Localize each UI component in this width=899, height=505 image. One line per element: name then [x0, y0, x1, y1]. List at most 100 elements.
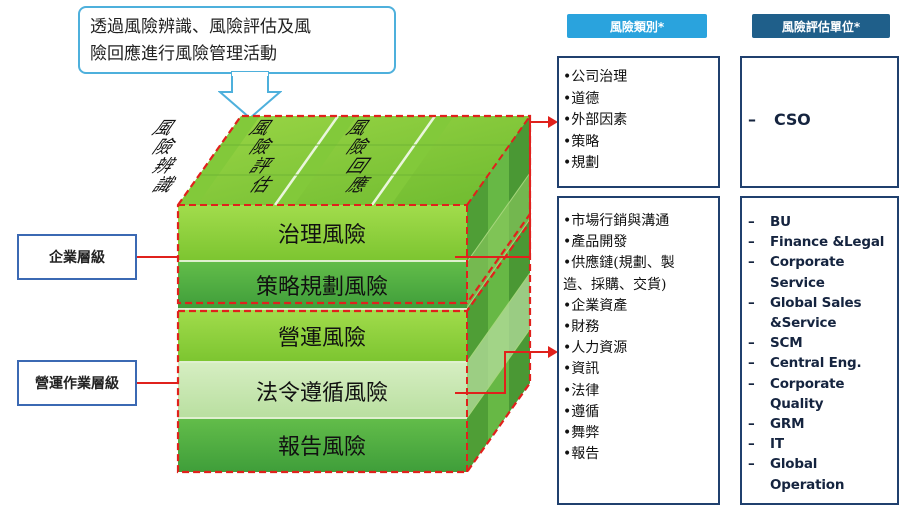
top-face-char: 險	[245, 136, 278, 157]
category-item: •產品開發	[563, 234, 628, 251]
unit-item: –Central Eng.	[742, 353, 897, 373]
top-face-char: 風	[342, 117, 375, 138]
unit-item: –GRM	[742, 414, 897, 434]
unit-dash: –	[748, 375, 755, 392]
risk-row-bg-reporting	[178, 418, 467, 472]
callout-line-1: 透過風險辨識、風險評估及風	[90, 17, 311, 37]
category-item: •道德	[563, 90, 600, 107]
unit-text: Finance &Legal	[770, 234, 885, 251]
unit-text: SCM	[770, 335, 803, 352]
unit-item: –Corporate	[742, 374, 897, 394]
category-item: •市場行銷與溝通	[563, 213, 670, 229]
top-face-char: 險	[342, 136, 375, 157]
cube-front-face	[178, 205, 467, 472]
unit-item: –Finance &Legal	[742, 232, 897, 252]
top-face-char: 識	[148, 174, 181, 195]
unit-item-cso: – CSO	[742, 110, 811, 129]
unit-item: –Global	[742, 454, 897, 474]
risk-row-bg-compliance	[178, 362, 467, 418]
risk-category-header: 風險類別*	[567, 14, 707, 38]
top-face-char: 風	[148, 117, 181, 138]
unit-dash	[742, 475, 770, 495]
unit-item: Quality	[742, 394, 897, 414]
category-item: •供應鏈(規劃、製	[563, 255, 675, 272]
unit-text: Corporate	[770, 375, 845, 392]
unit-text: Global	[770, 456, 818, 473]
unit-item: –Global Sales	[742, 293, 897, 313]
risk-row-bg-operation	[178, 309, 467, 362]
category-item: •策略	[563, 133, 600, 150]
unit-text: GRM	[770, 416, 805, 433]
unit-dash: –	[748, 335, 755, 352]
unit-dash	[742, 313, 770, 333]
category-item: •人力資源	[563, 340, 628, 357]
risk-row-bg-governance	[178, 205, 467, 261]
category-item: •報告	[563, 446, 600, 463]
unit-dash: –	[748, 110, 756, 129]
unit-dash: –	[748, 416, 755, 433]
risk-label-2: 營運風險	[278, 326, 366, 351]
unit-text: CSO	[774, 110, 811, 129]
unit-item: –IT	[742, 434, 897, 454]
category-item: •外部因素	[563, 112, 628, 128]
operation-category-list: •市場行銷與溝通•產品開發•供應鏈(規劃、製造、採購、交貨)•企業資產•財務•人…	[563, 211, 718, 465]
top-face-char: 估	[245, 174, 278, 195]
unit-item: –Corporate	[742, 252, 897, 272]
unit-dash: –	[748, 294, 755, 311]
top-face-char: 回	[342, 155, 375, 176]
operation-level-outline	[176, 218, 532, 474]
unit-text: Service	[770, 274, 825, 291]
unit-item: –SCM	[742, 333, 897, 353]
category-item: •規劃	[563, 155, 600, 171]
category-item: •遵循	[563, 403, 600, 420]
unit-dash	[742, 394, 770, 414]
risk-label-4: 報告風險	[278, 435, 366, 460]
unit-item: &Service	[742, 313, 897, 333]
top-face-char: 險	[148, 136, 181, 157]
enterprise-unit-box: – CSO	[740, 56, 899, 188]
category-item: •公司治理	[563, 69, 628, 85]
enterprise-category-list: •公司治理 •道德 •外部因素 •策略 •規劃	[563, 67, 718, 175]
category-item: •企業資產	[563, 297, 628, 314]
unit-item: –BU	[742, 212, 897, 232]
unit-text: &Service	[770, 315, 837, 332]
unit-text: Quality	[770, 395, 824, 412]
risk-label-0: 治理風險	[278, 223, 366, 248]
callout-box: 透過風險辨識、風險評估及風 險回應進行風險管理活動	[78, 6, 396, 74]
category-item: •法律	[563, 382, 600, 399]
operation-category-box: •市場行銷與溝通•產品開發•供應鏈(規劃、製造、採購、交貨)•企業資產•財務•人…	[557, 196, 720, 505]
callout-line-2: 險回應進行風險管理活動	[90, 44, 277, 64]
unit-dash	[742, 273, 770, 293]
unit-dash: –	[748, 214, 755, 230]
unit-dash: –	[748, 234, 755, 251]
unit-text: Corporate	[770, 254, 845, 271]
category-item: 造、採購、交貨)	[563, 276, 667, 293]
unit-text: Central Eng.	[770, 355, 862, 372]
unit-dash: –	[748, 355, 755, 372]
unit-item: Operation	[742, 475, 897, 495]
enterprise-category-box: •公司治理 •道德 •外部因素 •策略 •規劃	[557, 56, 720, 188]
category-item: •舞弊	[563, 425, 600, 442]
top-face-char: 辨	[148, 155, 181, 176]
cube-top-face	[178, 115, 530, 206]
enterprise-level-outline	[176, 114, 532, 305]
callout-down-arrow-icon	[218, 71, 282, 120]
category-item: •資訊	[563, 361, 600, 378]
unit-item: Service	[742, 273, 897, 293]
unit-dash: –	[748, 436, 755, 453]
unit-dash: –	[748, 254, 755, 271]
unit-text: Global Sales	[770, 294, 862, 311]
unit-text: IT	[770, 436, 784, 453]
unit-dash: –	[748, 456, 755, 473]
operation-level-label: 營運作業層級	[17, 360, 137, 406]
unit-text: Operation	[770, 476, 845, 493]
cube-right-face	[466, 116, 531, 472]
risk-assessment-unit-header: 風險評估單位*	[752, 14, 890, 38]
risk-label-1: 策略規劃風險	[256, 275, 388, 300]
unit-text: BU	[770, 214, 791, 230]
risk-row-bg-strategy	[178, 261, 467, 309]
